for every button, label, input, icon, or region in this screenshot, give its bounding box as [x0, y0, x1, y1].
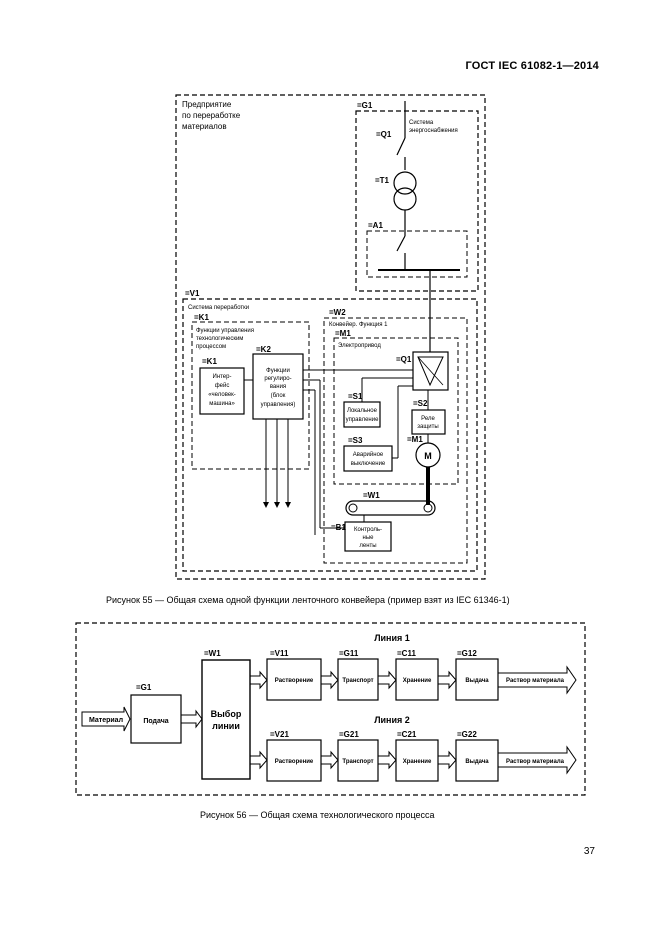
k1-outer-label-2: технологическим [196, 336, 243, 342]
w2-label: Конвейер. Функция 1 [329, 321, 388, 328]
v1-label: Система переработки [188, 305, 249, 311]
document-header: ГОСТ IEC 61082-1—2014 [465, 60, 599, 72]
w1-process-label-1: Выбор [211, 709, 242, 719]
k2-label-3: вания [270, 384, 286, 390]
line2-block3-tag: =C21 [397, 730, 417, 739]
s3-label-1: Аварийное [353, 451, 384, 458]
s1-label-2: управление [346, 417, 379, 423]
s2-label-1: Реле [421, 416, 435, 422]
enterprise-label-1: Предприятие [182, 100, 232, 109]
w1-tag: =W1 [363, 491, 380, 500]
b1-label-1: Контроль- [354, 527, 382, 533]
w2-tag: =W2 [329, 308, 346, 317]
line1-block1-label: Растворение [275, 678, 314, 684]
v1-tag: =V1 [185, 289, 200, 298]
q1-drive-tag: =Q1 [396, 355, 412, 364]
g1-label-1: Система [409, 120, 434, 126]
line1-block4-tag: =G12 [457, 649, 477, 658]
line1-title: Линия 1 [374, 633, 410, 643]
line2-block4-tag: =G22 [457, 730, 477, 739]
s2-tag: =S2 [413, 399, 428, 408]
k2-label-2: регулиро- [264, 376, 291, 382]
m1-outer-label: Электропривод [338, 343, 381, 349]
figure-56-caption: Рисунок 56 — Общая схема технологическог… [200, 810, 435, 820]
k1-inner-label-3: «человек- [208, 392, 236, 398]
input-label: Материал [89, 717, 123, 724]
enterprise-boundary [175, 94, 486, 580]
s1-label-1: Локальное [347, 408, 378, 414]
s2-label-2: защиты [417, 424, 438, 430]
g1-process-tag: =G1 [136, 683, 152, 692]
m1-motor-tag: =M1 [407, 435, 423, 444]
g1-process-label: Подача [143, 718, 168, 725]
k2-label-5: управления) [261, 402, 296, 408]
k2-label-4: (блок [271, 393, 286, 399]
figure-55-labels: Предприятие по переработке материалов =G… [182, 100, 458, 549]
t1-tag: =T1 [375, 176, 390, 185]
line2-block3-label: Хранение [403, 759, 432, 765]
k1-outer-label-1: Функции управления [196, 328, 254, 334]
k1-boundary [191, 321, 310, 470]
figure-56-labels: Материал =G1 Подача =W1 Выбор линии Лини… [89, 633, 565, 765]
a1-tag: =A1 [368, 221, 383, 230]
k2-tag: =K2 [256, 345, 271, 354]
figure-56-diagram [75, 622, 586, 796]
k1-inner-label-2: фейс [215, 382, 230, 389]
k1-inner-tag: =K1 [202, 357, 217, 366]
k2-label-1: Функции [266, 368, 290, 374]
m1-boundary [333, 337, 459, 485]
k1-inner-label-1: Интер- [213, 374, 232, 380]
m1-outer-tag: =M1 [335, 329, 351, 338]
line1-block2-tag: =G11 [339, 649, 359, 658]
enterprise-label-2: по переработке [182, 111, 241, 120]
g1-label-2: энергоснабжения [409, 128, 458, 134]
figure-55-caption: Рисунок 55 — Общая схема одной функции л… [106, 595, 510, 605]
v1-boundary [182, 298, 478, 572]
s3-label-2: выключение [351, 461, 386, 467]
line1-block3-label: Хранение [403, 678, 432, 684]
g1-boundary [355, 110, 479, 292]
s1-tag: =S1 [348, 392, 363, 401]
figure-55-diagram [175, 94, 486, 580]
process-boundary [75, 622, 586, 796]
g1-tag: =G1 [357, 101, 373, 110]
line1-output: Раствор материала [506, 678, 565, 684]
k1-outer-label-3: процессом [196, 344, 226, 350]
line1-block1-tag: =V11 [270, 649, 289, 658]
line2-block4-label: Выдача [465, 759, 489, 765]
line2-output: Раствор материала [506, 759, 565, 765]
enterprise-label-3: материалов [182, 122, 227, 131]
b1-tag: =B1 [331, 523, 346, 532]
line1-block2-label: Транспорт [342, 678, 373, 684]
a1-boundary [366, 230, 468, 278]
line2-block1-tag: =V21 [270, 730, 289, 739]
b1-label-3: ленты [359, 543, 376, 549]
page-number: 37 [583, 846, 595, 857]
q1-top-tag: =Q1 [376, 130, 392, 139]
w1-process-label-2: линии [212, 721, 240, 731]
line1-block4-label: Выдача [465, 678, 489, 684]
line2-block2-tag: =G21 [339, 730, 359, 739]
w2-boundary [323, 317, 468, 564]
motor-symbol: M [424, 451, 432, 461]
k1-outer-tag: =K1 [194, 313, 209, 322]
line2-block1-label: Растворение [275, 759, 314, 765]
b1-label-2: ные [363, 535, 375, 541]
line2-title: Линия 2 [374, 715, 410, 725]
line2-block2-label: Транспорт [342, 759, 373, 765]
k1-inner-label-4: машина» [209, 401, 235, 407]
w1-process-tag: =W1 [204, 649, 221, 658]
s3-tag: =S3 [348, 436, 363, 445]
line1-block3-tag: =C11 [397, 649, 416, 658]
